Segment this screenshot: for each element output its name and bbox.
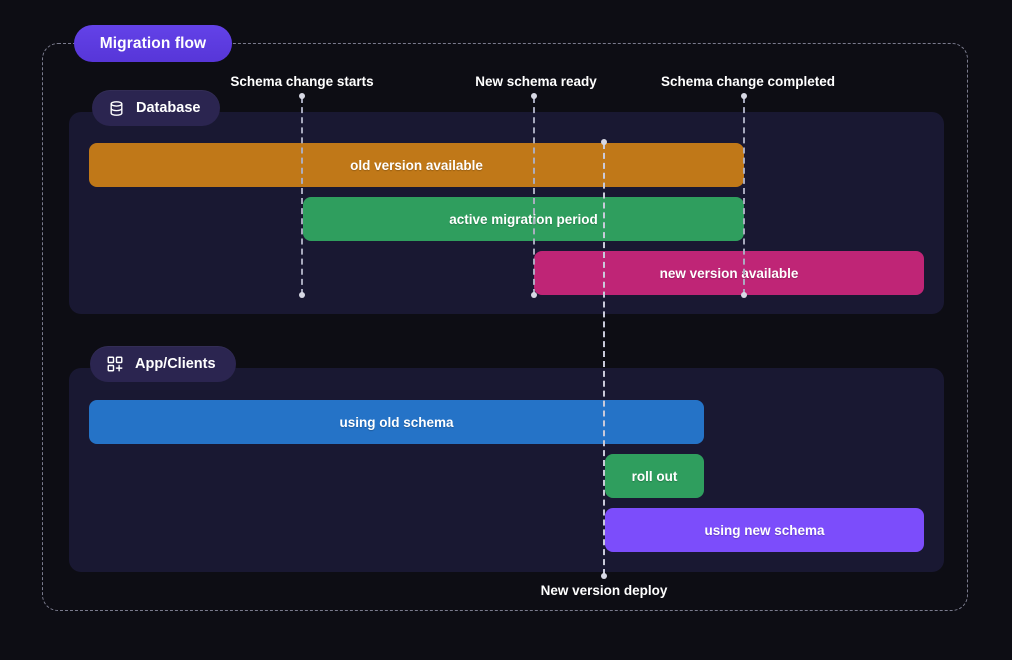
bar-label-old-version-available: old version available (350, 157, 483, 173)
flow-title-badge: Migration flow (74, 25, 232, 62)
deploy-label: New version deploy (540, 583, 668, 598)
marker-label-schema-change-starts: Schema change starts (230, 74, 374, 89)
bar-using-old-schema[interactable]: using old schema (89, 400, 704, 444)
deploy-line (603, 143, 607, 575)
bar-using-new-schema[interactable]: using new schema (605, 508, 924, 552)
bar-old-version-available[interactable]: old version available (89, 143, 744, 187)
marker-dot-top-schema-change-starts (299, 93, 305, 99)
bar-label-using-old-schema: using old schema (339, 414, 454, 430)
marker-dot-top-new-schema-ready (531, 93, 537, 99)
lane-badge-database[interactable]: Database (92, 90, 221, 126)
deploy-dot-top (601, 139, 607, 145)
bar-label-roll-out: roll out (631, 468, 678, 484)
marker-dot-bottom-schema-change-starts (299, 292, 305, 298)
bar-label-using-new-schema: using new schema (704, 522, 825, 538)
marker-dot-top-schema-change-completed (741, 93, 747, 99)
grid-plus-icon (106, 355, 124, 373)
lane-badge-app-clients[interactable]: App/Clients (90, 346, 236, 382)
marker-line-new-schema-ready (533, 97, 537, 295)
marker-line-schema-change-starts (301, 97, 305, 295)
flow-title-label: Migration flow (99, 34, 207, 52)
database-icon (108, 100, 125, 117)
bar-label-active-migration-period: active migration period (449, 211, 598, 227)
lane-badge-label-database: Database (136, 100, 201, 116)
bar-new-version-available[interactable]: new version available (534, 251, 924, 295)
lane-badge-label-app-clients: App/Clients (135, 356, 216, 372)
deploy-dot-bottom (601, 573, 607, 579)
bar-label-new-version-available: new version available (659, 265, 799, 281)
bar-roll-out[interactable]: roll out (605, 454, 704, 498)
marker-line-schema-change-completed (743, 97, 747, 295)
diagram-frame (42, 43, 968, 611)
marker-dot-bottom-new-schema-ready (531, 292, 537, 298)
marker-label-new-schema-ready: New schema ready (475, 74, 597, 89)
bar-active-migration-period[interactable]: active migration period (303, 197, 744, 241)
marker-label-schema-change-completed: Schema change completed (660, 74, 836, 89)
marker-dot-bottom-schema-change-completed (741, 292, 747, 298)
